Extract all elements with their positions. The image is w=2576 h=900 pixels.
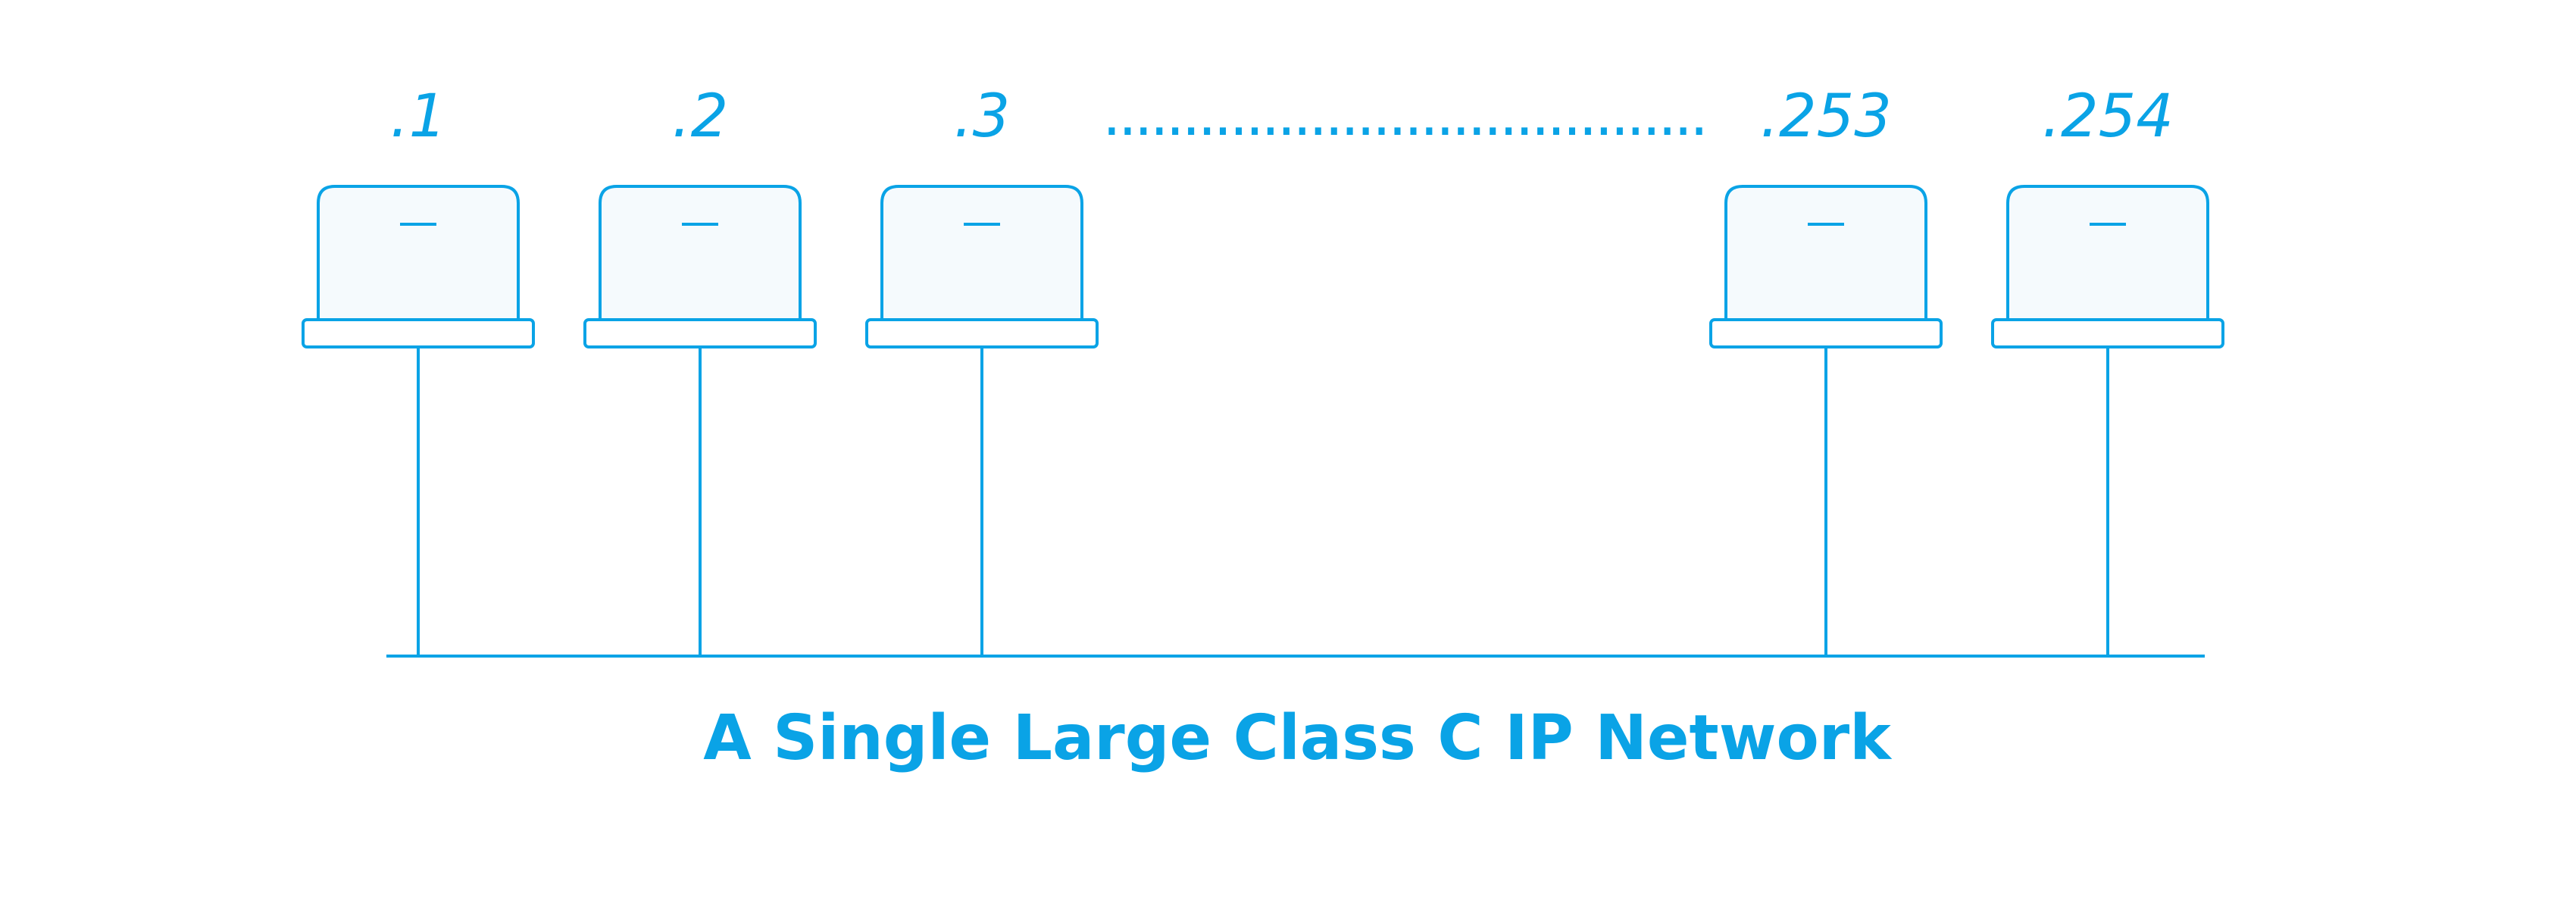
laptop-icon [302, 185, 535, 348]
diagram-caption: A Single Large Class C IP Network [703, 702, 1893, 774]
host-253: .253 [1709, 83, 1943, 656]
laptop-icon [1709, 185, 1943, 348]
host-label: .2 [672, 83, 728, 151]
host-label: .3 [954, 83, 1010, 151]
host-3: .3 [865, 83, 1099, 656]
host-label: .254 [2042, 83, 2174, 151]
host-1: .1 [302, 83, 535, 656]
laptop-icon [865, 185, 1099, 348]
laptop-icon [1991, 185, 2224, 348]
laptop-icon [583, 185, 817, 348]
host-label: .253 [1760, 83, 1892, 151]
gap-ellipsis: ...................................... [1102, 81, 1708, 149]
host-label: .1 [390, 83, 446, 151]
host-2: .2 [583, 83, 817, 656]
host-254: .254 [1991, 83, 2224, 656]
